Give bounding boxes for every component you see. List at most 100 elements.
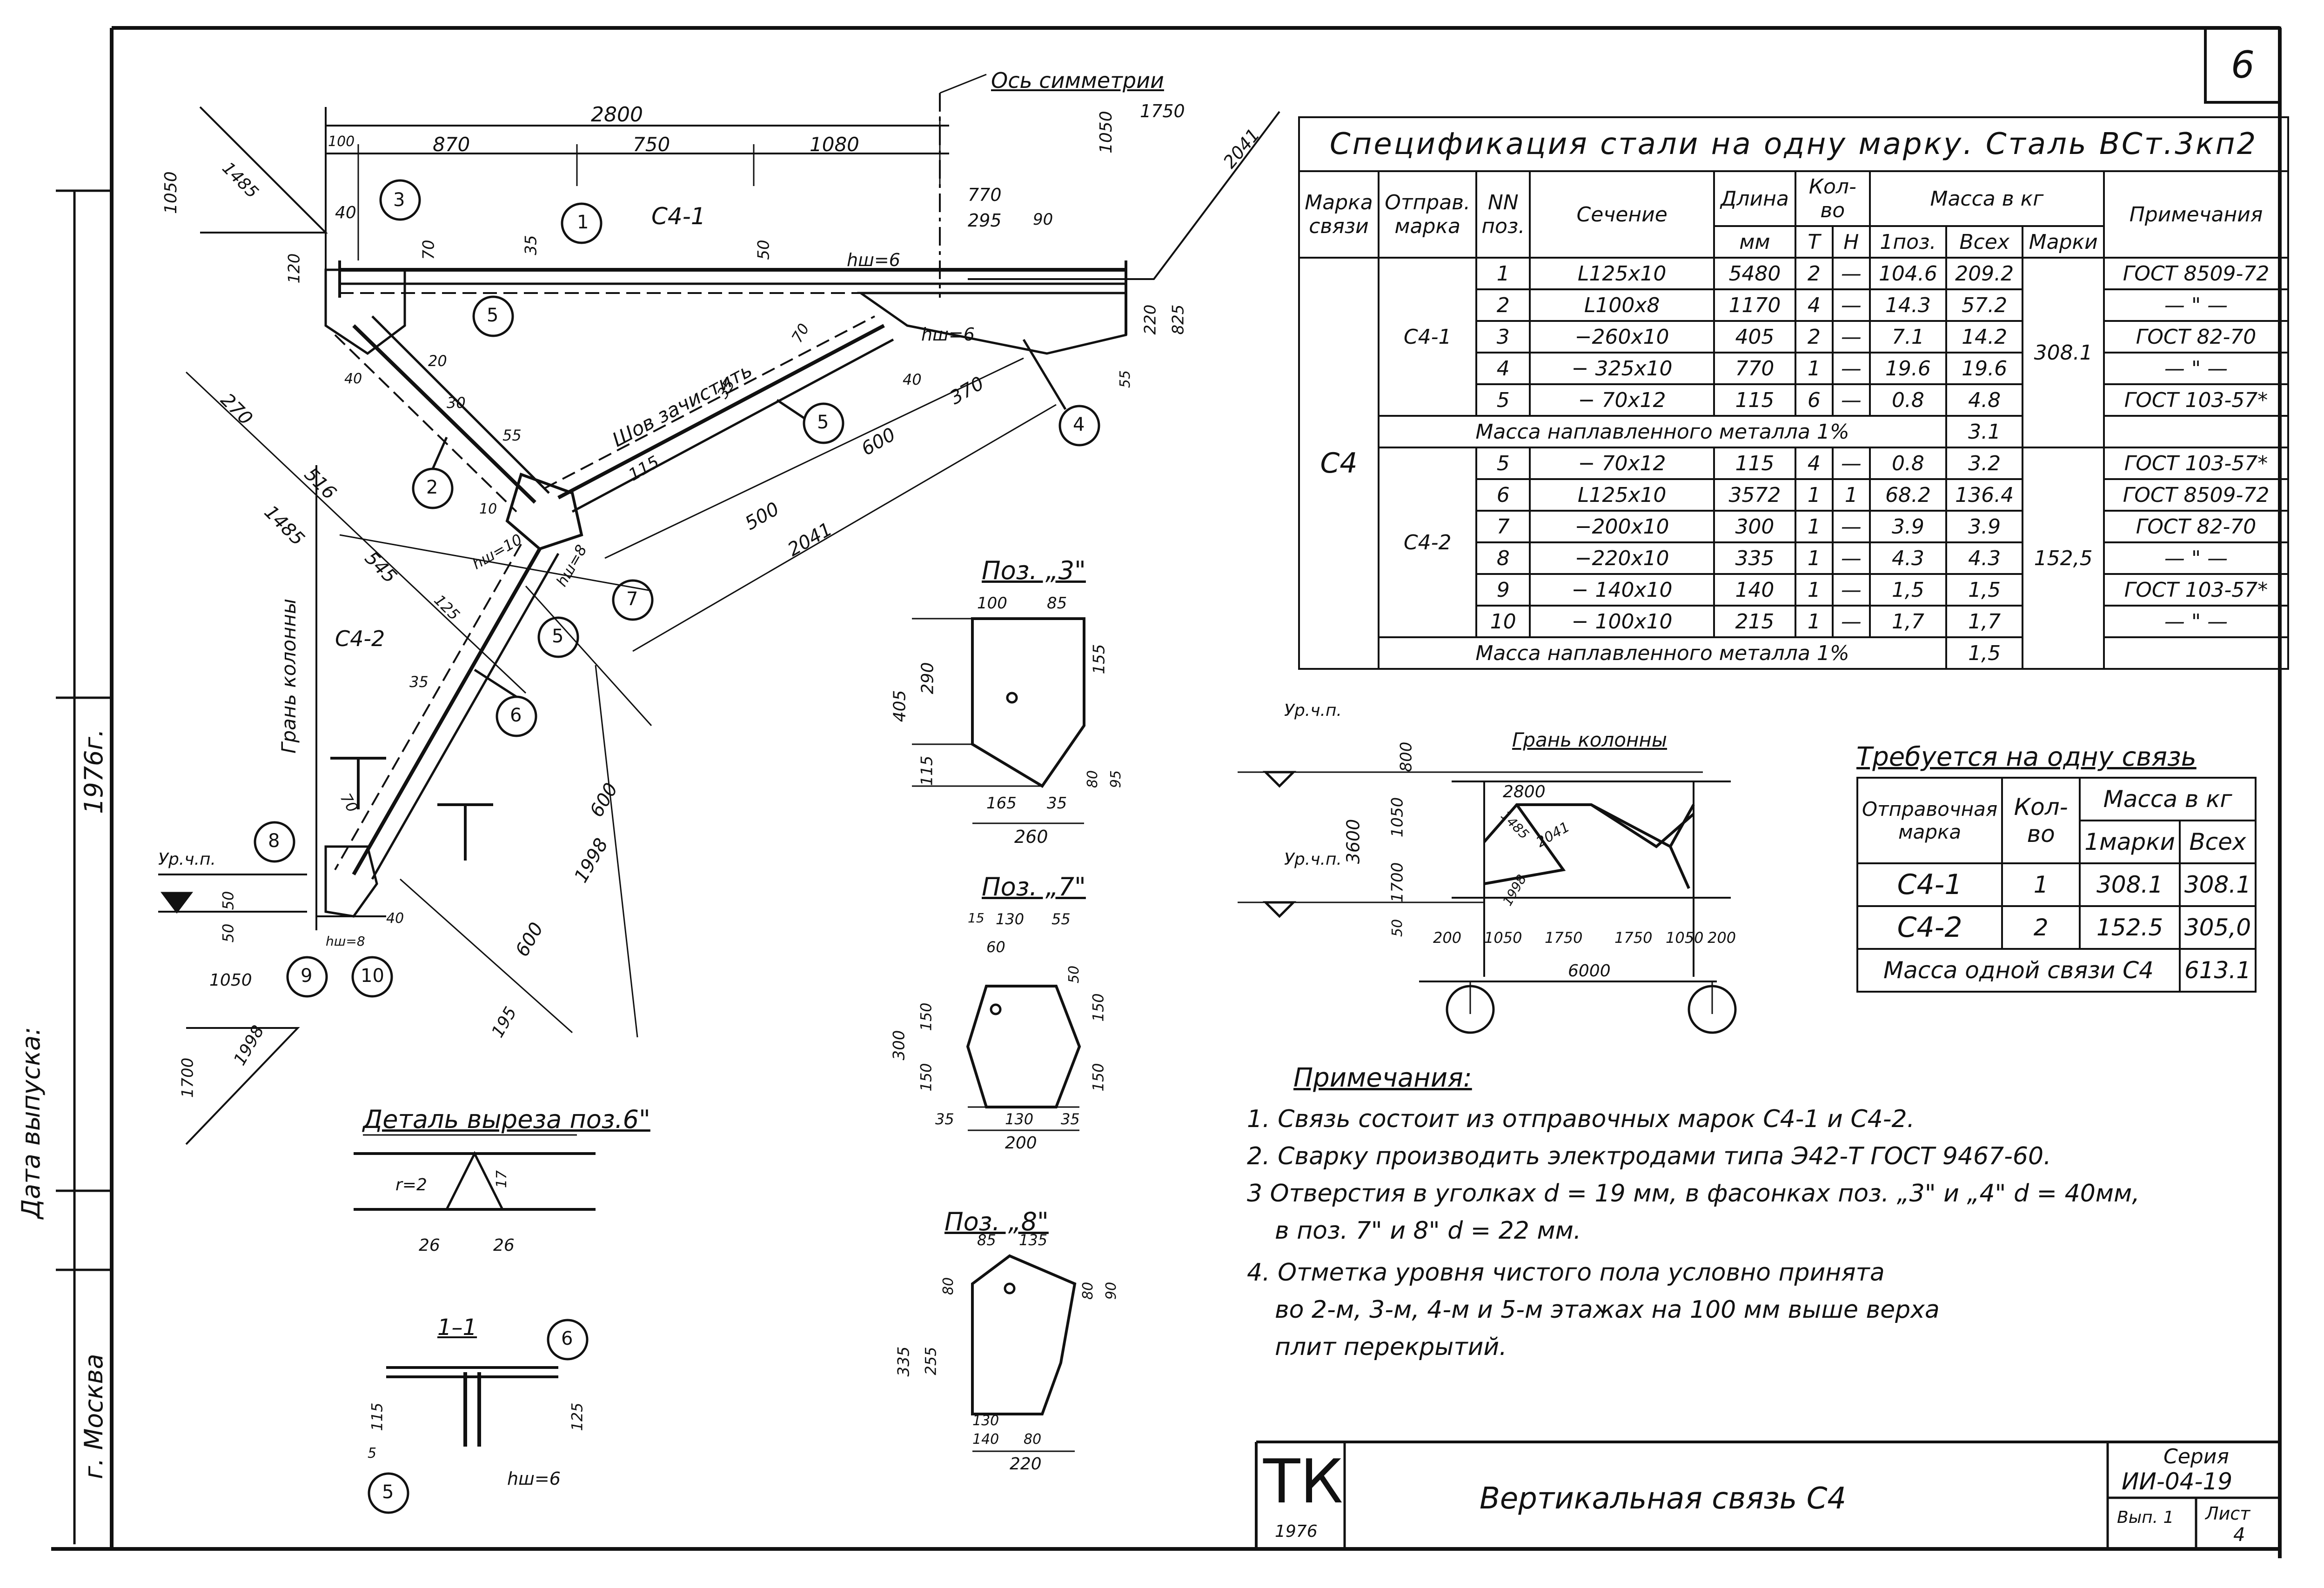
- scheme-dim-1700: 1700: [1388, 862, 1407, 903]
- label-hw6-node: hш=6: [921, 324, 975, 345]
- cut-detail-title: Деталь выреза поз.6": [363, 1105, 650, 1134]
- scheme-dim-3600: 3600: [1343, 819, 1364, 864]
- cell: 5: [1475, 447, 1531, 480]
- scheme-floor-level-1: Ур.ч.п.: [1284, 701, 1342, 720]
- spec-weld-c41: Масса наплавленного металла 1%: [1377, 415, 1948, 448]
- pos8-dim-80a: 80: [940, 1277, 957, 1295]
- cell: —: [1831, 288, 1871, 322]
- dim-1050-bl: 1050: [209, 971, 252, 990]
- cell: 1,5: [1869, 573, 1948, 607]
- scheme-dim-200a: 200: [1433, 929, 1462, 947]
- dim-295: 295: [968, 210, 1002, 231]
- cell: 1,5: [1945, 573, 2024, 607]
- pos3-dim-165: 165: [986, 794, 1017, 813]
- cell: 215: [1713, 605, 1796, 638]
- cell: 14.3: [1869, 288, 1948, 322]
- cut-detail-26b: 26: [493, 1236, 515, 1255]
- table-row: С4-2 5 − 70x12 115 4 — 0.8 3.2 152,5 ГОС…: [1299, 447, 2289, 670]
- cell: —: [1831, 352, 1871, 385]
- cell: 6: [1475, 478, 1531, 512]
- cell: 1: [1831, 478, 1871, 512]
- scheme-column-face: Грань колонны: [1512, 728, 1668, 751]
- spec-weld-mass-c42: 1,5: [1945, 636, 2024, 670]
- dim-2800: 2800: [591, 103, 643, 127]
- label-column-face: Грань колонны: [277, 598, 300, 754]
- dim-50-b: 50: [219, 923, 237, 943]
- section11-dim-5: 5: [368, 1445, 377, 1461]
- dim-1750: 1750: [1140, 101, 1185, 121]
- cell: 19.6: [1945, 352, 2024, 385]
- spec-table: Спецификация стали на одну марку. Сталь …: [1298, 116, 2289, 670]
- pos3-title: Поз. „3": [982, 556, 1086, 585]
- cell: 405: [1713, 320, 1796, 354]
- pos8-dim-135: 135: [1019, 1231, 1048, 1249]
- spec-h-mark: Марка связи: [1298, 170, 1380, 259]
- section11-dim-125: 125: [568, 1402, 586, 1431]
- tb-sheet-no: 4: [2233, 1524, 2245, 1546]
- table-row: С4 С4-1 1 L125x10 5480 2 — 104.6 209.2 3…: [1298, 257, 2289, 670]
- pos7-dim-35b: 35: [1061, 1110, 1080, 1128]
- spec-ship-c41: С4-1: [1377, 257, 1478, 417]
- pos7-dim-150d: 150: [1089, 1063, 1107, 1092]
- scheme-dim-1050b: 1050: [1666, 929, 1704, 947]
- cell: 9: [1475, 573, 1531, 607]
- pos7-dim-15: 15: [968, 910, 985, 926]
- cell: 0.8: [1869, 447, 1948, 480]
- tb-sheet-label: Лист: [2205, 1503, 2250, 1524]
- cell: 1: [1794, 352, 1834, 385]
- spec-h-mass: Масса в кг: [1869, 170, 2105, 227]
- scheme-dim-1750b: 1750: [1614, 929, 1653, 947]
- cut-detail-26a: 26: [419, 1236, 440, 1255]
- cell: 104.6: [1869, 257, 1948, 290]
- tb-logo: ТК: [1263, 1446, 1343, 1517]
- spec-weld-c42: Масса наплавленного металла 1%: [1377, 636, 1948, 670]
- table-row: С4-1 1 308.1 308.1: [1856, 862, 2257, 907]
- note-3b: в поз. 7" и 8" d = 22 мм.: [1275, 1217, 1581, 1245]
- dim-20: 20: [428, 352, 447, 370]
- cell: L125x10: [1529, 257, 1715, 290]
- dim-50: 50: [754, 240, 773, 260]
- dim-70: 70: [419, 240, 438, 260]
- cell: 14.2: [1945, 320, 2024, 354]
- dim-120: 120: [285, 253, 304, 284]
- pos7-dim-200: 200: [1005, 1134, 1037, 1153]
- pos8-dim-85: 85: [977, 1231, 996, 1249]
- scheme-dim-200b: 200: [1708, 929, 1736, 947]
- pos7-dim-130b: 130: [1005, 1110, 1034, 1128]
- spec-mass-mark-c42: 152,5: [2022, 447, 2105, 670]
- callout-7: 7: [626, 588, 638, 610]
- cell: — " —: [2103, 541, 2289, 575]
- cell: 4.3: [1945, 541, 2024, 575]
- cell: 1: [1794, 510, 1834, 543]
- dim-90: 90: [1033, 210, 1053, 229]
- spec-weld-mass-c41: 3.1: [1945, 415, 2024, 448]
- dim-10: 10: [479, 501, 497, 517]
- spec-h-section: Сечение: [1529, 170, 1715, 259]
- spec-mark: С4: [1298, 257, 1380, 670]
- required-title: Требуется на одну связь: [1856, 742, 2197, 772]
- cell: − 325x10: [1529, 352, 1715, 385]
- cell: − 140x10: [1529, 573, 1715, 607]
- required-table: Отправочная марка Кол-во Масса в кг 1мар…: [1856, 777, 2257, 993]
- cell: 1: [1794, 478, 1834, 512]
- pos8-dim-80b: 80: [1080, 1281, 1097, 1300]
- cell: —: [1831, 383, 1871, 417]
- cell: —: [1831, 605, 1871, 638]
- req-h-mass: Масса в кг: [2079, 777, 2257, 821]
- cell: 57.2: [1945, 288, 2024, 322]
- tb-issue: Вып. 1: [2117, 1508, 2174, 1527]
- pos7-dim-300: 300: [890, 1030, 909, 1061]
- dim-770: 770: [968, 185, 1002, 205]
- cell: 8: [1475, 541, 1531, 575]
- pos8-title: Поз. „8": [944, 1207, 1049, 1236]
- pos3-dim-155: 155: [1090, 644, 1109, 674]
- req-h-mass-one: 1марки: [2079, 820, 2181, 864]
- callout-3: 3: [393, 189, 405, 211]
- callout-6: 6: [510, 705, 522, 726]
- dim-825: 825: [1169, 304, 1188, 335]
- cell: 3572: [1713, 478, 1796, 512]
- dim-220: 220: [1141, 304, 1160, 335]
- table-row: 6 L125x10 3572 1 1 68.2 136.4 ГОСТ 8509-…: [1299, 478, 2289, 512]
- label-floor-level: Ур.ч.п.: [158, 850, 216, 869]
